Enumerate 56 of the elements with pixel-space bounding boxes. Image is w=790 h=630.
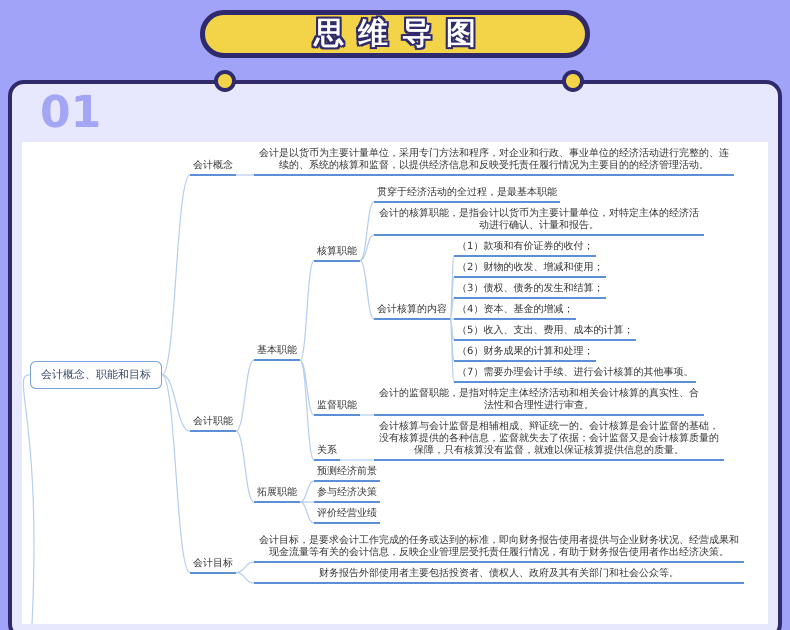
- branch-topic: 关系: [314, 445, 340, 461]
- connector-line: [300, 501, 314, 524]
- connector-line: [300, 501, 314, 503]
- branch-topic: 会计核算的内容: [374, 304, 450, 320]
- connector-line: [162, 374, 190, 573]
- leaf-topic: 预测经济前景: [314, 466, 380, 482]
- leaf-topic: （2）财物的收发、增减和使用；: [454, 262, 606, 278]
- connector-line: [236, 360, 254, 432]
- branch-topic: 会计目标: [190, 558, 236, 574]
- connector-line: [236, 572, 254, 584]
- leaf-topic: 贯穿于经济活动的全过程，是最基本职能: [374, 187, 560, 203]
- connector-line: [236, 174, 254, 176]
- connector-line: [449, 256, 455, 320]
- leaf-topic: （5）收入、支出、费用、成本的计算；: [454, 325, 636, 341]
- title-banner: 思维导图: [200, 10, 590, 58]
- connector-line: [236, 561, 254, 574]
- leaf-topic: （7）需要办理会计手续、进行会计核算的其他事项。: [454, 367, 696, 383]
- leaf-topic: （3）债权、债务的发生和结算；: [454, 283, 606, 299]
- leaf-topic: 参与经济决策: [314, 487, 380, 503]
- branch-topic: 核算职能: [314, 246, 360, 262]
- connector-line: [360, 260, 374, 320]
- leaf-topic: （4）资本、基金的增减；: [454, 304, 576, 320]
- connector-line: [450, 318, 454, 320]
- connector-line: [360, 414, 374, 416]
- leaf-topic: 会计的核算职能，是指会计以货币为主要计量单位，对特定主体的经济活动进行确认、计量和报告。: [374, 208, 704, 236]
- connector-line: [162, 374, 190, 432]
- connector-line: [300, 360, 314, 460]
- connector-line: [449, 318, 455, 362]
- branch-topic: 基本职能: [254, 345, 300, 362]
- connector-line: [449, 276, 455, 320]
- leaf-topic: （1）款项和有价证券的收付；: [454, 241, 596, 257]
- leaf-topic: 会计目标，是要求会计工作完成的任务或达到的标准，即向财务报告使用者提供与企业财务状况、经营成果和现金流量等有关的会计信息，反映企业管理层受托责任履行情况，有助于财务报告使用者作出经济决策。: [254, 535, 744, 563]
- branch-topic: 拓展职能: [254, 487, 300, 503]
- connector-line: [360, 234, 374, 262]
- leaf-topic: 评价经营业绩: [314, 508, 380, 524]
- connector-line: [340, 459, 374, 461]
- leaf-topic: 会计是以货币为主要计量单位，采用专门方法和程序，对企业和行政、事业单位的经济活动进行完整的、连续的、系统的核算和监督，以提供经济信息和反映受托责任履行情况为主要目的的经济管理活动。: [254, 148, 734, 176]
- connector-line: [300, 480, 314, 503]
- leaf-topic: 会计的监督职能，是指对特定主体经济活动和相关会计核算的真实性、合法性和合理性进行审查。: [374, 388, 704, 416]
- section-number: 01: [40, 88, 102, 138]
- connector-line: [236, 430, 254, 502]
- leaf-topic: 财务报告外部使用者主要包括投资者、债权人、政府及其有关部门和社会公众等。: [254, 568, 744, 584]
- branch-topic: 监督职能: [314, 400, 360, 416]
- leaf-topic: 会计核算与会计监督是相辅相成、辩证统一的。会计核算是会计监督的基础，没有核算提供的各种信息，监督就失去了依据；会计监督又是会计核算质量的保障，只有核算没有监督，就难以保证核算提供信息的质量。: [374, 421, 724, 461]
- branch-topic: 会计职能: [190, 416, 236, 432]
- leaf-topic: （6）财务成果的计算和处理；: [454, 346, 596, 362]
- connector-line: [449, 298, 455, 320]
- central-topic: 会计概念、职能和目标: [30, 360, 162, 389]
- connector-line: [449, 318, 455, 382]
- branch-topic: 会计概念: [190, 160, 236, 176]
- connector-line: [449, 318, 455, 340]
- connector-line: [22, 374, 35, 624]
- connector-line: [162, 174, 190, 376]
- connector-line: [300, 360, 314, 416]
- connector-line: [300, 260, 314, 361]
- connector-line: [360, 202, 374, 261]
